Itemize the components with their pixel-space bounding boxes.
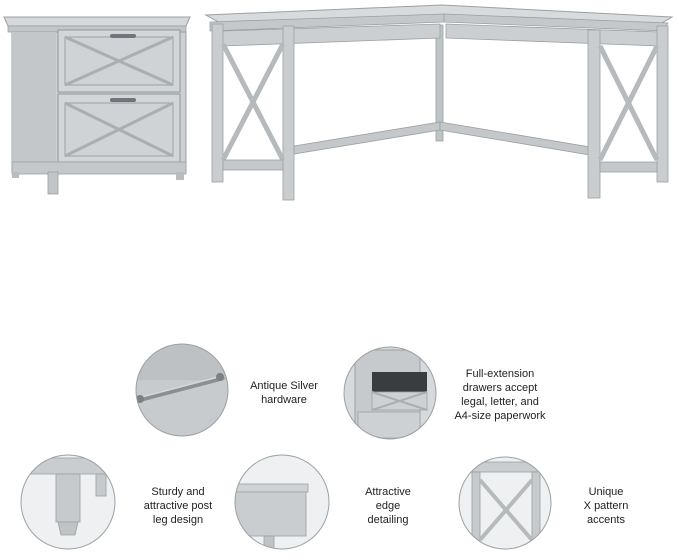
hardware-detail-image <box>135 343 229 437</box>
drawers-detail-image <box>343 346 437 440</box>
l-shaped-desk <box>204 4 674 201</box>
leg-detail-image <box>20 454 116 550</box>
lateral-file-cabinet <box>3 16 191 195</box>
edge-detail-image <box>234 454 330 550</box>
feature-label-xpattern: Unique X pattern accents <box>583 486 629 526</box>
feature-label-leg: Sturdy and attractive post leg design <box>143 486 213 526</box>
feature-label-hardware: Antique Silver hardware <box>250 380 318 406</box>
feature-label-edge: Attractive edge detailing <box>365 486 411 526</box>
feature-label-drawers: Full-extension drawers accept legal, let… <box>454 368 546 422</box>
x-pattern-detail-image <box>458 456 552 550</box>
